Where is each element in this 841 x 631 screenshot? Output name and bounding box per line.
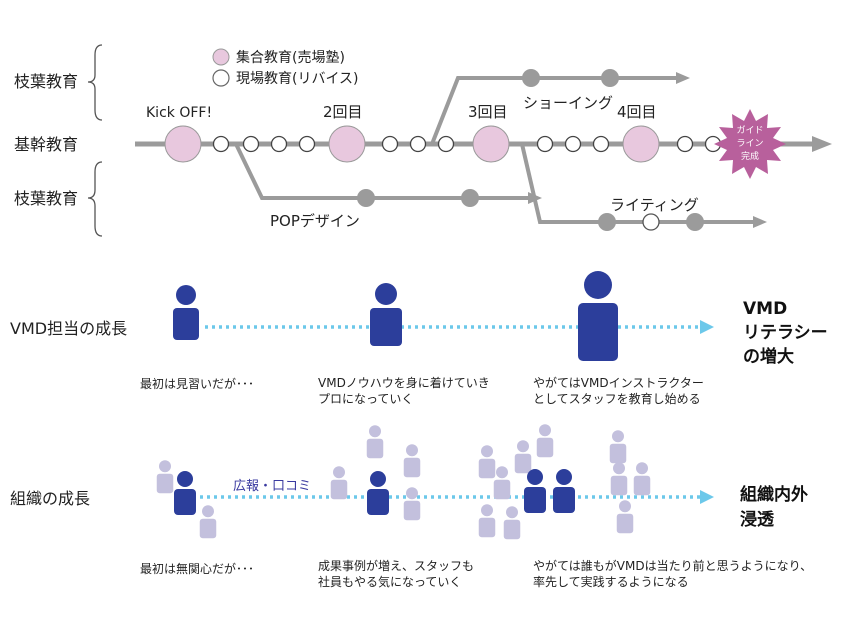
person-icon (524, 469, 546, 513)
person-icon-light (478, 504, 496, 538)
org-stage3-caption-2: 率先して実践するようになる (533, 574, 689, 589)
org-growth-arrowhead (700, 490, 714, 504)
org-growth-row-label: 組織の成長 (10, 489, 90, 508)
person-icon-light (330, 466, 348, 500)
vmd-stage3-caption-1: やがてはVMDインストラクター (533, 375, 704, 390)
person-icon-light (366, 425, 384, 459)
milestone-4-node (622, 125, 660, 163)
fieldwork-node (270, 135, 288, 153)
person-icon-light (403, 444, 421, 478)
org-result-line-2: 浸透 (740, 509, 775, 530)
badge-line-1: ガイド (736, 125, 763, 136)
person-icon-light (403, 487, 421, 521)
person-icon (553, 469, 575, 513)
org-stage1-caption: 最初は無関心だが･･･ (140, 561, 254, 576)
branch-label-pop: POPデザイン (270, 212, 360, 230)
person-icon-light (503, 506, 521, 540)
milestone-kickoff-label: Kick OFF! (146, 105, 212, 121)
person-icon (173, 285, 199, 340)
fieldwork-node (437, 135, 455, 153)
vmd-growth-row-label: VMD担当の成長 (10, 319, 127, 338)
milestone-4-label: 4回目 (617, 103, 657, 121)
writing-node-fieldwork (642, 213, 660, 231)
milestone-3-node (472, 125, 510, 163)
writing-node (686, 213, 704, 231)
legend-fieldwork-marker (212, 69, 230, 87)
vmd-stage3-caption-2: としてスタッフを教育し始める (533, 391, 701, 406)
milestone-3-label: 3回目 (468, 103, 508, 121)
person-icon (578, 271, 618, 361)
legend-fieldwork-label: 現場教育(リバイス) (236, 71, 359, 87)
fieldwork-node (242, 135, 260, 153)
row-label-branch-top: 枝葉教育 (14, 72, 78, 91)
vmd-growth-section: VMD担当の成長 VMD リテラシー の増大 最初は見習いだが･･･ VMDノウ… (10, 271, 828, 406)
person-icon-light (514, 440, 532, 474)
pop-node (357, 189, 375, 207)
badge-line-3: 完成 (741, 150, 759, 162)
branch-writing-arrowhead (753, 216, 767, 228)
branch-label-showing: ショーイング (523, 94, 613, 112)
person-icon-light (609, 430, 627, 464)
person-icon-light (478, 445, 496, 479)
legend-training-marker (212, 48, 230, 66)
branch-pop-track (234, 143, 530, 200)
writing-node (598, 213, 616, 231)
legend-training-label: 集合教育(売場塾) (236, 49, 345, 66)
org-result-line-1: 組織内外 (740, 484, 808, 505)
row-label-branch-bottom: 枝葉教育 (14, 189, 78, 208)
core-track-arrowhead (812, 136, 832, 152)
org-growth-section: 組織の成長 広報・口コミ (10, 424, 812, 589)
fieldwork-node (298, 135, 316, 153)
vmd-result-line-1: VMD (743, 299, 787, 319)
person-icon-light (536, 424, 554, 458)
pop-node (461, 189, 479, 207)
fieldwork-node (409, 135, 427, 153)
fieldwork-node (592, 135, 610, 153)
milestone-2-node (328, 125, 366, 163)
person-icon-light (156, 460, 174, 494)
org-stage2-caption-2: 社員もやる気になっていく (318, 574, 461, 589)
fieldwork-node (676, 135, 694, 153)
fieldwork-node (381, 135, 399, 153)
org-channel-label: 広報・口コミ (233, 479, 311, 494)
staff-figures (156, 424, 651, 540)
person-icon (370, 283, 402, 346)
vmd-stage2-caption-2: プロになっていく (318, 392, 413, 406)
vmd-growth-arrowhead (700, 320, 714, 334)
guideline-complete-badge (714, 109, 786, 179)
brace-bottom (87, 161, 103, 237)
row-label-core: 基幹教育 (14, 135, 78, 154)
branch-label-writing: ライティング (610, 196, 699, 214)
person-icon (367, 471, 389, 515)
vmd-stage2-caption-1: VMDノウハウを身に着けていき (318, 375, 490, 390)
vmd-result-line-3: の増大 (743, 346, 794, 367)
person-icon-light (610, 462, 628, 496)
person-icon-light (633, 462, 651, 496)
brace-top (87, 44, 103, 121)
person-icon-light (616, 500, 634, 534)
milestone-kickoff-node (164, 125, 202, 163)
badge-line-2: ライン (736, 138, 763, 149)
fieldwork-node (536, 135, 554, 153)
org-stage3-caption-1: やがては誰もがVMDは当たり前と思うようになり、 (533, 558, 812, 573)
fieldwork-node (564, 135, 582, 153)
person-icon (174, 471, 196, 515)
milestone-2-label: 2回目 (323, 103, 363, 121)
vmd-stage1-caption: 最初は見習いだが･･･ (140, 376, 254, 391)
person-icon-light (493, 466, 511, 500)
org-stage2-caption-1: 成果事例が増え、スタッフも (318, 558, 474, 573)
branch-showing-arrowhead (676, 72, 690, 84)
education-timeline: 枝葉教育 基幹教育 枝葉教育 集合教育(売場塾) 現場教育(リバイス) ショーイ… (14, 44, 832, 237)
showing-node (522, 69, 540, 87)
person-icon-light (199, 505, 217, 539)
fieldwork-node (212, 135, 230, 153)
showing-node (601, 69, 619, 87)
vmd-result-line-2: リテラシー (743, 323, 828, 343)
branch-writing-track (520, 143, 755, 224)
core-fieldwork-nodes (212, 135, 722, 153)
